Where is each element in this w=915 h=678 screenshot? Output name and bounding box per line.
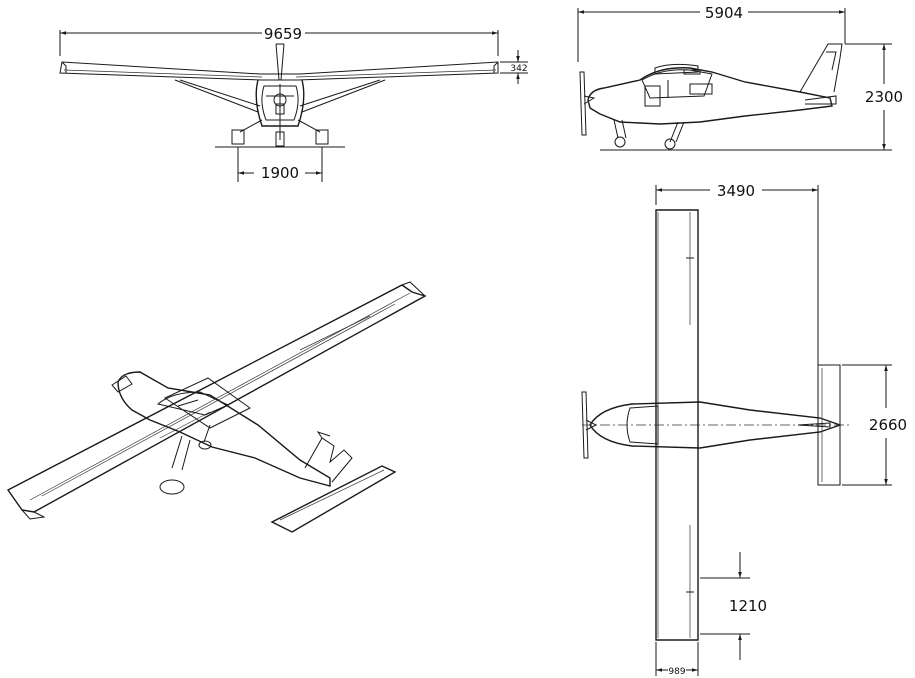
flap-span-dimension: 1210 [729, 597, 767, 615]
wingspan-dimension: 9659 [264, 25, 302, 43]
tailplane-span-dimension: 2660 [869, 416, 907, 434]
gear-track-dimension: 1900 [261, 164, 299, 182]
winglet-height-dimension: 342 [510, 64, 527, 74]
height-dimension: 2300 [865, 88, 903, 106]
top-view [581, 185, 892, 676]
front-view [59, 30, 528, 182]
wing-position-dimension: 3490 [717, 182, 755, 200]
length-dimension: 5904 [705, 4, 743, 22]
wing-chord-dimension: 989 [668, 667, 685, 677]
side-view [577, 8, 892, 151]
isometric-view [6, 281, 427, 533]
